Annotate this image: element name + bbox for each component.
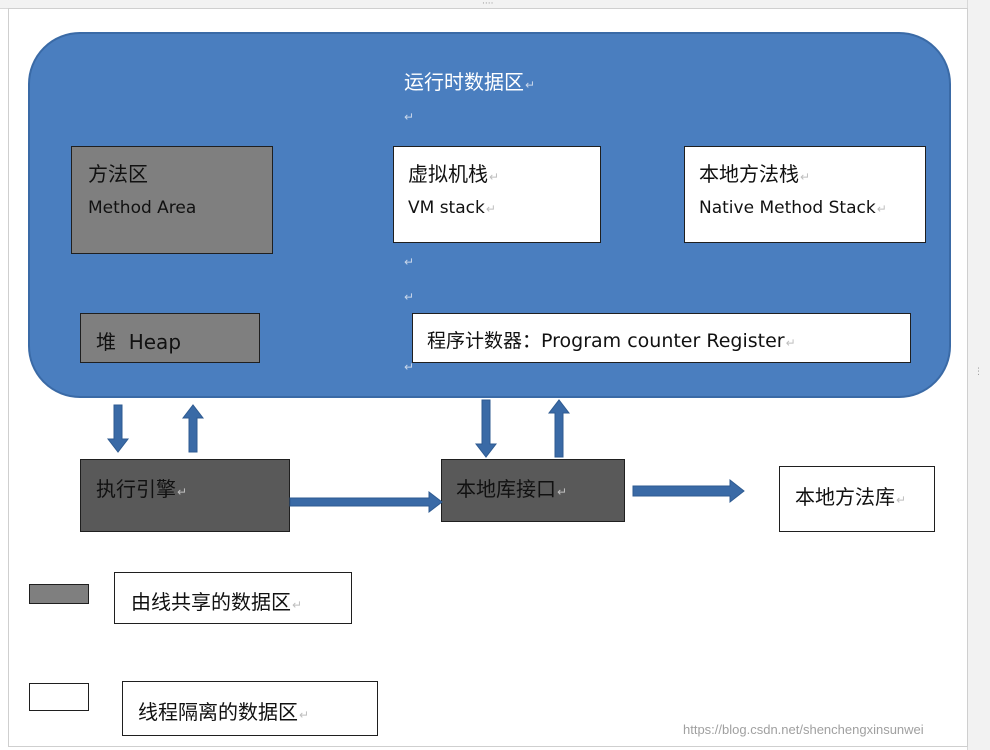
paragraph-mark-icon: ↵ [299,708,310,722]
program-counter-box [412,313,911,363]
vm-stack-en: VM stack↵ [408,198,496,218]
paragraph-mark-icon: ↵ [876,202,887,216]
native-method-stack-en-label: Native Method Stack [699,198,876,218]
paragraph-mark-icon: ↵ [557,485,568,499]
legend-isolated-label: 线程隔离的数据区↵ [138,696,309,725]
native-library-box [779,466,935,532]
native-method-stack-zh-label: 本地方法栈 [699,162,799,186]
paragraph-mark-icon: ↵ [485,202,496,216]
native-interface-label: 本地库接口↵ [456,473,567,502]
heap-label: 堆 Heap [96,330,182,354]
legend-shared-box [114,572,352,624]
paragraph-mark-icon: ↵ [404,290,415,304]
method-area-box [71,146,273,254]
arrow-right-icon [289,490,443,514]
paragraph-mark-icon: ↵ [177,485,188,499]
heap-box [80,313,260,363]
runtime-data-area-label: 运行时数据区 [404,70,524,94]
program-counter-label: 程序计数器：Program counter Register↵ [427,326,796,353]
native-library-text: 本地方法库 [795,485,895,509]
paragraph-mark-icon: ↵ [489,170,500,184]
native-interface-box [441,459,625,522]
paragraph-mark-icon: ↵ [404,360,415,374]
legend-isolated-swatch [29,683,89,711]
vm-stack-zh: 虚拟机栈↵ [408,158,499,187]
resize-handle-icon[interactable]: ⋮ [974,367,983,377]
resize-handle-icon[interactable]: ···· [482,0,494,9]
program-counter-text: 程序计数器：Program counter Register [427,330,785,352]
method-area-zh: 方法区 [88,162,148,186]
execution-engine-box [80,459,290,532]
arrow-down-icon [474,399,498,458]
paragraph-mark-icon: ↵ [292,598,303,612]
paragraph-mark-icon: ↵ [785,336,796,350]
paragraph-mark-icon: ↵ [896,493,907,507]
native-library-label: 本地方法库↵ [795,481,906,510]
native-interface-text: 本地库接口 [456,477,556,501]
paragraph-mark-icon: ↵ [404,110,415,124]
legend-isolated-text: 线程隔离的数据区 [138,700,298,724]
arrow-up-icon [547,399,571,458]
paragraph-mark-icon: ↵ [525,78,536,92]
arrow-down-icon [106,404,130,453]
native-method-stack-box [684,146,926,243]
vm-stack-box [393,146,601,243]
method-area-en: Method Area [88,198,197,218]
legend-isolated-box [122,681,378,736]
execution-engine-text: 执行引擎 [96,477,176,501]
paragraph-mark-icon: ↵ [404,255,415,269]
vm-stack-zh-label: 虚拟机栈 [408,162,488,186]
native-method-stack-en: Native Method Stack↵ [699,198,887,218]
legend-shared-swatch [29,584,89,604]
legend-shared-text: 由线共享的数据区 [131,590,291,614]
runtime-data-area-title: 运行时数据区↵ [404,66,535,95]
arrow-up-icon [181,404,205,453]
watermark: https://blog.csdn.net/shenchengxinsunwei [683,722,924,737]
arrow-right-icon [632,478,745,504]
native-method-stack-zh: 本地方法栈↵ [699,158,810,187]
legend-shared-label: 由线共享的数据区↵ [131,586,302,615]
execution-engine-label: 执行引擎↵ [96,473,187,502]
vm-stack-en-label: VM stack [408,198,485,218]
paragraph-mark-icon: ↵ [800,170,811,184]
